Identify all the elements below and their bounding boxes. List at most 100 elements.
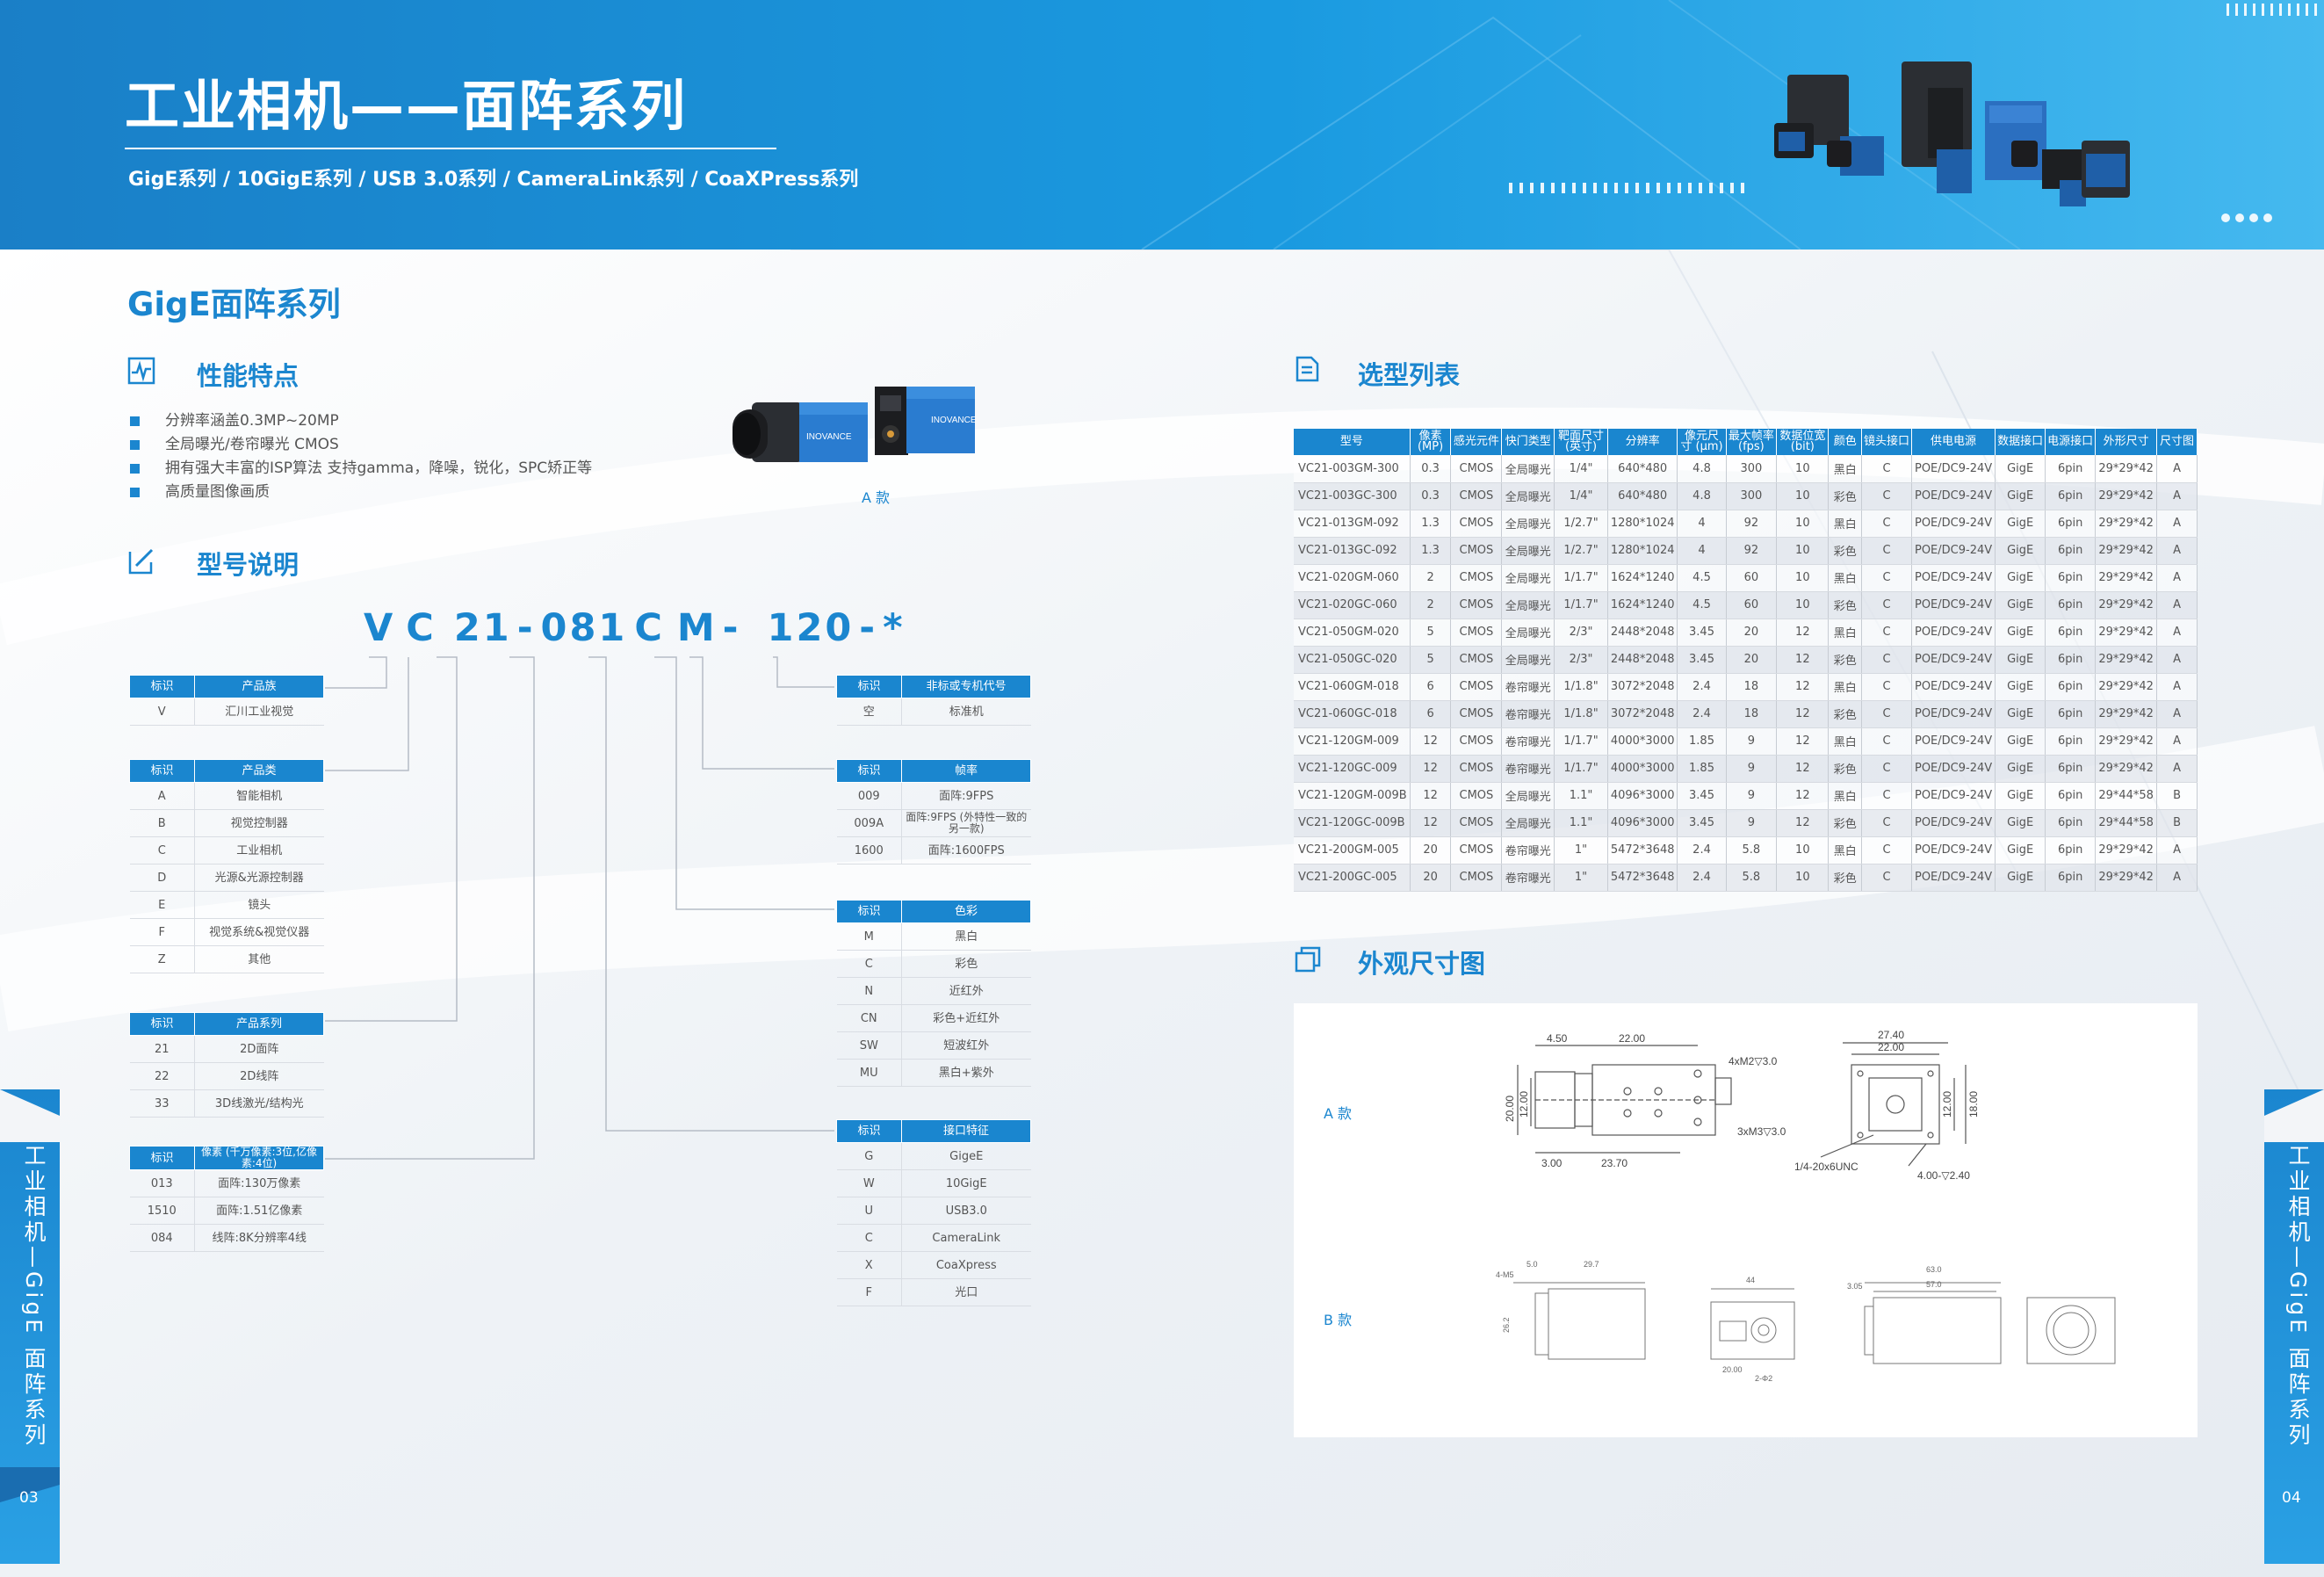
table-cell: 20 [1726, 619, 1778, 647]
dimension-icon [1295, 946, 1321, 973]
table-cell: 3.45 [1677, 619, 1727, 647]
th-label: 接口特征 [901, 1119, 1031, 1143]
table-cell: 5 [1410, 619, 1452, 647]
th-id: 标识 [836, 675, 902, 698]
table-cell: CMOS [1450, 646, 1503, 674]
table-cell: 1/1.8" [1554, 700, 1608, 728]
table-cell: 20 [1410, 864, 1452, 892]
dim-label-b: B 款 [1324, 1312, 1353, 1328]
table-cell: 黑白+紫外 [901, 1059, 1031, 1087]
table-cell: 卷帘曝光 [1501, 864, 1555, 892]
table-cell: 6pin [2045, 864, 2097, 892]
table-cell: 300 [1726, 482, 1778, 510]
table-cell: 线阵:8K分辨率4线 [194, 1224, 324, 1252]
th-id: 标识 [129, 1012, 195, 1036]
model-naming-heading: 型号说明 [197, 550, 300, 580]
left-side-tab: 工业相机—GigE 面阵系列 03 [0, 1089, 60, 1564]
col-header: 供电电源 [1911, 429, 1996, 455]
table-cell: 640*480 [1607, 455, 1678, 483]
table-cell: USB3.0 [901, 1197, 1031, 1225]
table-cell: 全局曝光 [1501, 591, 1555, 619]
table-cell: 彩色 [1828, 864, 1862, 892]
table-cell: 3.45 [1677, 809, 1727, 837]
selection-heading: 选型列表 [1358, 360, 1461, 390]
feature-item: 拥有强大丰富的ISP算法 支持gamma，降噪，锐化，SPC矫正等 [130, 457, 592, 481]
model-cell: VC21-050GM-020 [1294, 619, 1411, 647]
table-cell: C [1861, 782, 1912, 810]
table-cell: 9 [1726, 782, 1778, 810]
table-cell: 1624*1240 [1607, 564, 1678, 592]
table-cell: GigE [1995, 727, 2046, 756]
model-cell: VC21-060GM-018 [1294, 673, 1411, 701]
dim-a-text: 12.00 [1941, 1091, 1953, 1118]
table-cell: 面阵:1.51亿像素 [194, 1197, 324, 1225]
table-cell: 黑白 [1828, 782, 1862, 810]
table-cell: 1280*1024 [1607, 510, 1678, 538]
table-cell: 2448*2048 [1607, 646, 1678, 674]
table-cell: C [1861, 482, 1912, 510]
table-cell: 面阵:130万像素 [194, 1169, 324, 1197]
features-heading: 性能特点 [197, 361, 300, 391]
camera-brand-label: INOVANCE [931, 416, 977, 425]
camera-product-images [1774, 61, 2130, 206]
table-cell: 彩色 [1828, 591, 1862, 619]
table-cell: 1/1.7" [1554, 591, 1608, 619]
table-cell: POE/DC9-24V [1911, 864, 1996, 892]
table-cell: 2D面阵 [194, 1035, 324, 1063]
dim-b-text: 26.2 [1502, 1317, 1511, 1333]
th-label: 产品族 [194, 675, 324, 698]
table-cell: CMOS [1450, 836, 1503, 864]
table-cell: A [2156, 482, 2198, 510]
table-cell: CMOS [1450, 864, 1503, 892]
table-cell: 彩色 [1828, 809, 1862, 837]
table-cell: 29*29*42 [2095, 510, 2158, 538]
table-cell: 640*480 [1607, 482, 1678, 510]
selection-table: 型号 像素 (MP) 感光元件 快门类型 靶面尺寸 (英寸) 分辨率 像元尺寸 … [1294, 429, 2198, 892]
dim-a-text: 18.00 [1967, 1091, 1980, 1118]
table-cell: 10 [1776, 510, 1830, 538]
table-cell: 12 [1410, 727, 1452, 756]
table-cell: 黑白 [1828, 619, 1862, 647]
camera-4 [1985, 101, 2046, 180]
table-cell: 10 [1776, 836, 1830, 864]
dim-a-text: 27.40 [1878, 1029, 1904, 1041]
table-cell: 1" [1554, 836, 1608, 864]
table-cell: A [2156, 646, 2198, 674]
table-cell: 彩色 [1828, 700, 1862, 728]
model-cell: VC21-120GM-009 [1294, 727, 1411, 756]
dimensions-heading: 外观尺寸图 [1358, 949, 1486, 979]
table-cell: 4096*3000 [1607, 809, 1678, 837]
table-cell: C [836, 950, 902, 978]
table-cell: 全局曝光 [1501, 537, 1555, 565]
right-page-number: 04 [2282, 1489, 2301, 1507]
table-cell: 1.1" [1554, 782, 1608, 810]
table-cell: 29*29*42 [2095, 564, 2158, 592]
table-cell: 10 [1776, 455, 1830, 483]
dim-b-text: 5.0 [1526, 1260, 1538, 1269]
table-cell: 全局曝光 [1501, 809, 1555, 837]
table-cell: 29*29*42 [2095, 700, 2158, 728]
th-id: 标识 [836, 900, 902, 923]
table-cell: CN [836, 1004, 902, 1032]
table-cell: POE/DC9-24V [1911, 537, 1996, 565]
code-part: 120 [767, 606, 855, 650]
dim-b-text: 63.0 [1926, 1265, 1942, 1274]
table-cell: W [836, 1169, 902, 1197]
table-cell: CMOS [1450, 809, 1503, 837]
table-cell: 1624*1240 [1607, 591, 1678, 619]
page-title: 工业相机——面阵系列 [125, 74, 688, 138]
selection-header-row: 型号 像素 (MP) 感光元件 快门类型 靶面尺寸 (英寸) 分辨率 像元尺寸 … [1294, 429, 2198, 455]
table-cell: POE/DC9-24V [1911, 564, 1996, 592]
table-cell: 12 [1776, 727, 1830, 756]
table-cell: 12 [1776, 673, 1830, 701]
dim-a-text: 22.00 [1878, 1041, 1904, 1053]
table-cell: 6pin [2045, 646, 2097, 674]
title-divider [125, 148, 776, 149]
